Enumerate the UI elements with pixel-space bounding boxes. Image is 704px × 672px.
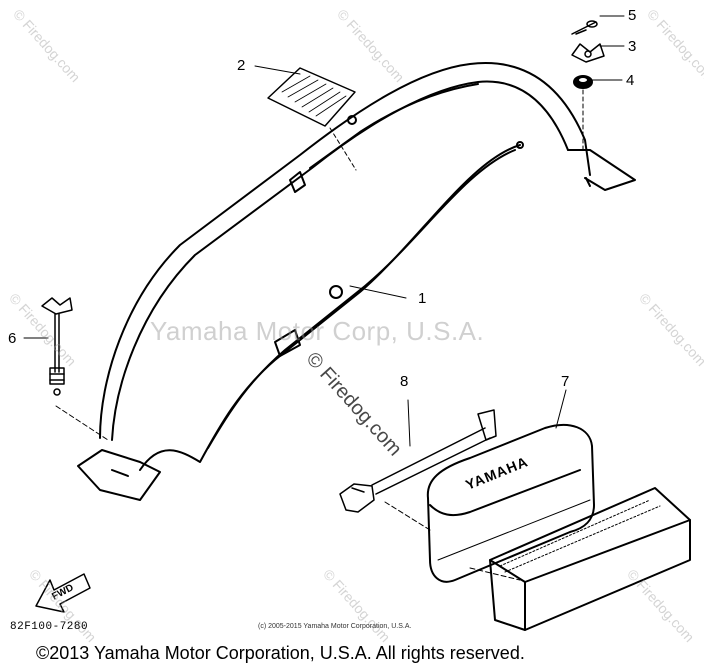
copyright-notice: ©2013 Yamaha Motor Corporation, U.S.A. A… xyxy=(36,643,525,663)
callout-7: 7 xyxy=(561,373,570,390)
callout-2: 2 xyxy=(237,57,246,74)
small-copyright: (c) 2005-2015 Yamaha Motor Corporation, … xyxy=(258,623,412,630)
fwd-arrow-icon xyxy=(35,573,91,613)
callout-4: 4 xyxy=(626,72,635,89)
box-label: YAMAHA xyxy=(463,453,530,493)
wing-bolt-part xyxy=(41,297,73,396)
fender-part xyxy=(77,62,636,501)
callout-8: 8 xyxy=(400,373,409,390)
grommet-part xyxy=(573,75,593,89)
center-watermark: Yamaha Motor Corp, U.S.A. xyxy=(150,316,485,346)
callout-3: 3 xyxy=(628,38,637,55)
tool-box-part xyxy=(426,423,691,631)
part-code: 82F100-7280 xyxy=(10,621,89,633)
callout-5: 5 xyxy=(628,7,637,24)
callout-6: 6 xyxy=(8,330,17,347)
pin-part xyxy=(571,20,598,35)
callout-1: 1 xyxy=(418,290,427,307)
wing-nut-part xyxy=(571,43,605,63)
strap-part xyxy=(339,409,497,513)
leader-lines xyxy=(23,15,625,581)
decal-part xyxy=(267,67,356,127)
